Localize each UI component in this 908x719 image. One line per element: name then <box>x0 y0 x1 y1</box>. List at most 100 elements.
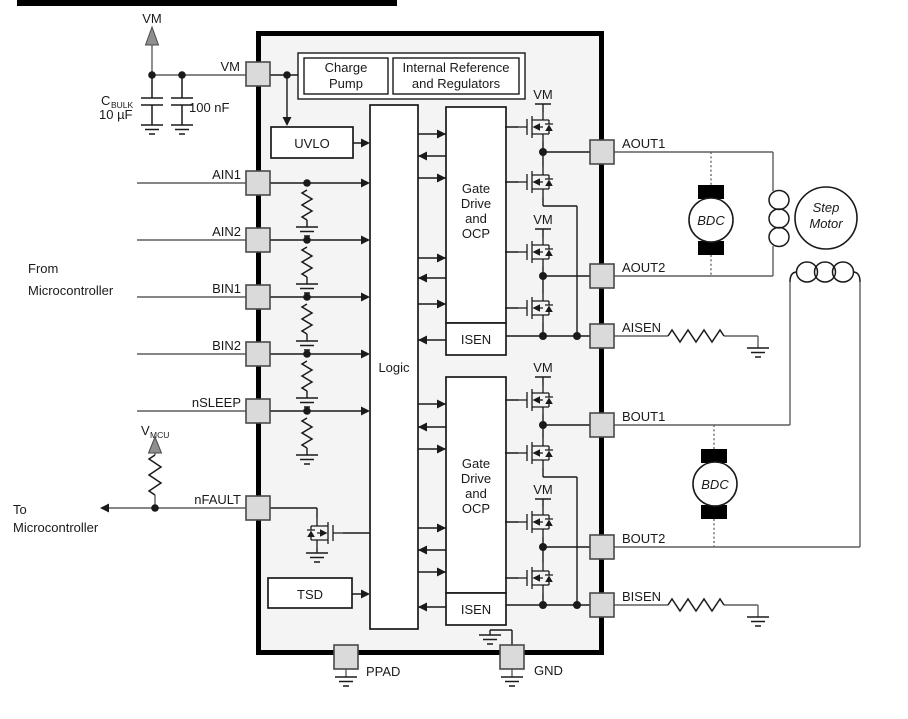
pin-label-nsleep: nSLEEP <box>192 395 241 410</box>
isen-a-label: ISEN <box>461 332 491 347</box>
brush <box>698 241 724 255</box>
bdc-motor-body <box>692 461 738 507</box>
junction-dots <box>148 71 581 609</box>
pin-bout1 <box>589 412 615 438</box>
ground-symbol <box>170 124 194 135</box>
pin-label-bin1: BIN1 <box>212 281 241 296</box>
pin-aout2 <box>589 263 615 289</box>
from-microcontroller-label2: Microcontroller <box>28 283 114 298</box>
vm-rail-label-b1: VM <box>533 360 553 375</box>
vmcu-supply-arrow <box>147 435 163 454</box>
pin-bout2 <box>589 534 615 560</box>
input-pulldown-network <box>295 189 319 465</box>
ground-symbol <box>746 347 770 358</box>
gate-drive-b-label3: and <box>465 486 487 501</box>
pin-ppad <box>333 644 359 670</box>
aisen-resistor <box>667 329 725 343</box>
brush <box>698 185 724 199</box>
ground-symbol <box>746 616 770 627</box>
ground-symbol <box>500 676 524 687</box>
pin-ain1 <box>245 170 271 196</box>
block-tsd <box>267 577 353 609</box>
vm-rail-label-a1: VM <box>533 87 553 102</box>
cbulk-subscript: BULK <box>111 100 134 110</box>
pin-label-vm: VM <box>221 59 241 74</box>
charge-pump-label2: Pump <box>329 76 363 91</box>
to-microcontroller-label2: Microcontroller <box>13 520 99 535</box>
block-logic <box>369 104 419 630</box>
cap2-value: 100 nF <box>189 100 230 115</box>
step-motor-body <box>794 186 858 250</box>
pin-aisen <box>589 323 615 349</box>
decoupling-capacitors <box>141 75 193 125</box>
vmcu-subscript: MCU <box>150 430 169 440</box>
to-microcontroller-label: To <box>13 502 27 517</box>
stepper-winding-b <box>789 261 861 283</box>
intref-label2: and Regulators <box>412 76 501 91</box>
ic-pins <box>245 61 615 670</box>
pin-label-aout1: AOUT1 <box>622 136 665 151</box>
pin-bisen <box>589 592 615 618</box>
block-isen-b <box>445 592 507 626</box>
pin-label-gnd: GND <box>534 663 563 678</box>
cbulk-label: C <box>101 93 110 108</box>
step-motor-label2: Motor <box>809 216 843 231</box>
gate-drive-b-label: Gate <box>462 456 490 471</box>
vm-supply-label: VM <box>142 11 162 26</box>
bdc-b-label: BDC <box>701 477 729 492</box>
ground-symbol <box>334 676 358 687</box>
ground-symbol <box>140 124 164 135</box>
pin-gnd <box>499 644 525 670</box>
block-internal-reference <box>392 57 520 95</box>
pin-nfault <box>245 495 271 521</box>
pin-nsleep <box>245 398 271 424</box>
intref-label: Internal Reference <box>403 60 510 75</box>
pin-bin2 <box>245 341 271 367</box>
pin-label-bin2: BIN2 <box>212 338 241 353</box>
bisen-resistor <box>667 598 725 612</box>
step-motor-label: Step <box>813 200 840 215</box>
stepper-winding-a <box>768 189 790 248</box>
pin-label-bout2: BOUT2 <box>622 531 665 546</box>
external-wires <box>108 45 861 677</box>
logic-label: Logic <box>378 360 410 375</box>
uvlo-label: UVLO <box>294 136 329 151</box>
block-charge-pump <box>303 57 389 95</box>
from-microcontroller-label: From <box>28 261 58 276</box>
pin-label-aout2: AOUT2 <box>622 260 665 275</box>
pin-vm <box>245 61 271 87</box>
gate-drive-a-label2: Drive <box>461 196 491 211</box>
vmcu-label: V <box>141 423 150 438</box>
brush <box>701 449 727 463</box>
title-underline-bar <box>17 0 397 6</box>
vm-supply-arrow <box>144 25 160 46</box>
tsd-label: TSD <box>297 587 323 602</box>
gate-drive-b-label4: OCP <box>462 501 490 516</box>
pin-label-ppad: PPAD <box>366 664 400 679</box>
isen-b-label: ISEN <box>461 602 491 617</box>
gate-drive-a-label3: and <box>465 211 487 226</box>
pin-label-aisen: AISEN <box>622 320 661 335</box>
pin-bin1 <box>245 284 271 310</box>
pin-label-bisen: BISEN <box>622 589 661 604</box>
gate-drive-b-label2: Drive <box>461 471 491 486</box>
bdc-motor-a <box>688 185 734 255</box>
pin-label-ain1: AIN1 <box>212 167 241 182</box>
gate-drive-a-label4: OCP <box>462 226 490 241</box>
pin-aout1 <box>589 139 615 165</box>
pin-label-ain2: AIN2 <box>212 224 241 239</box>
block-isen-a <box>445 322 507 356</box>
block-gate-drive-a <box>445 106 507 324</box>
bdc-dotted-taps <box>710 152 715 547</box>
pin-label-bout1: BOUT1 <box>622 409 665 424</box>
block-gate-drive-b <box>445 376 507 594</box>
charge-pump-label: Charge <box>325 60 368 75</box>
cbulk-value: 10 µF <box>99 107 133 122</box>
bdc-a-label: BDC <box>697 213 725 228</box>
vmcu-pullup-resistor <box>147 454 163 496</box>
gate-drive-a-label: Gate <box>462 181 490 196</box>
brush <box>701 505 727 519</box>
bdc-motor-b <box>692 449 738 519</box>
